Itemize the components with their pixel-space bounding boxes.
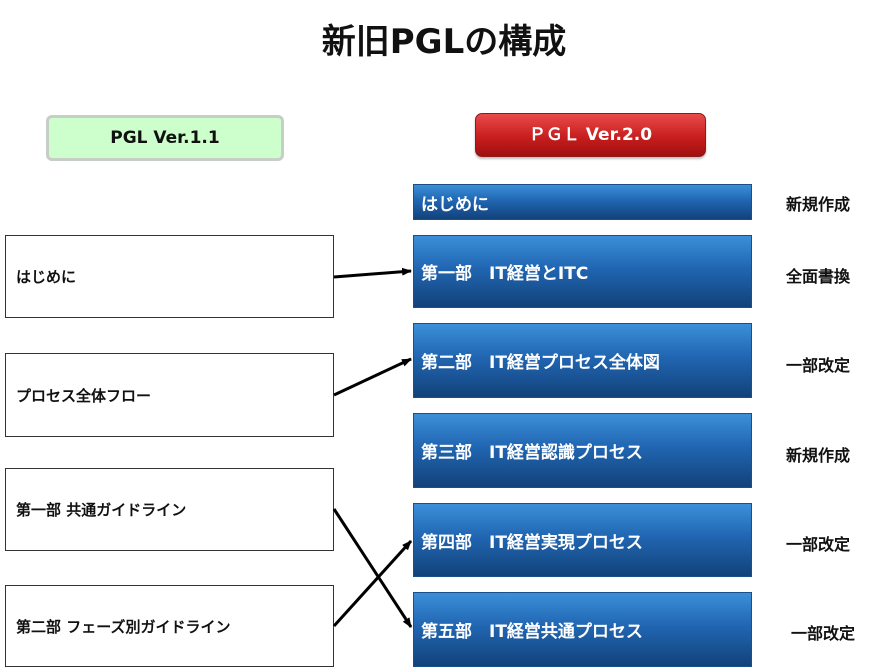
status-label-part1: 全面書換 [786, 267, 851, 286]
new-version-header: ＰＧＬ Ver.2.0 [475, 113, 706, 157]
new-section-part3: 第三部 IT経営認識プロセス [413, 413, 752, 488]
new-section-part5: 第五部 IT経営共通プロセス [413, 592, 752, 667]
status-label-introduction: 新規作成 [786, 195, 851, 214]
new-section-part4: 第四部 IT経営実現プロセス [413, 503, 752, 577]
new-section-part2: 第二部 IT経営プロセス全体図 [413, 323, 752, 398]
status-label-part5: 一部改定 [791, 624, 856, 643]
old-section-process-flow: プロセス全体フロー [5, 353, 334, 437]
status-label-part4: 一部改定 [786, 535, 851, 554]
new-section-part1: 第一部 IT経営とITC [413, 235, 752, 308]
status-label-part3: 新規作成 [786, 446, 851, 465]
page-title: 新旧PGLの構成 [321, 22, 567, 62]
old-section-introduction: はじめに [5, 235, 334, 318]
arrow-common-to-part5 [332, 508, 413, 628]
old-section-part2-phase-guideline: 第二部 フェーズ別ガイドライン [5, 585, 334, 667]
old-version-header: PGL Ver.1.1 [46, 115, 284, 161]
arrow-intro-to-part1 [333, 267, 412, 279]
arrow-flow-to-part2 [333, 357, 412, 397]
arrow-phase-to-part4 [332, 539, 413, 628]
new-section-introduction: はじめに [413, 184, 752, 220]
old-section-part1-common-guideline: 第一部 共通ガイドライン [5, 468, 334, 551]
status-label-part2: 一部改定 [786, 356, 851, 375]
